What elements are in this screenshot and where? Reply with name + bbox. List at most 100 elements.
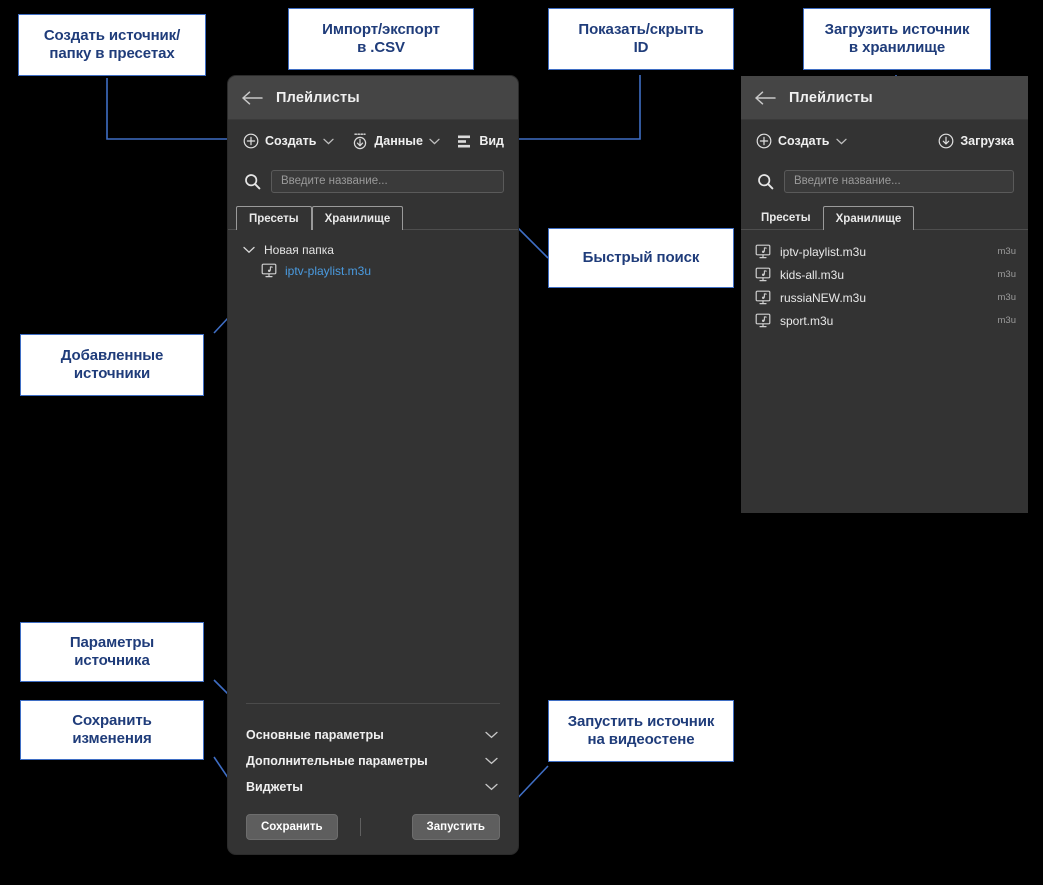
- list-item-name: iptv-playlist.m3u: [780, 244, 867, 259]
- callout-run-on-videowall: Запустить источник на видеостене: [548, 700, 734, 762]
- preset-tree: Новая папка iptv-playlist.m3u: [228, 230, 518, 281]
- callout-quick-search: Быстрый поиск: [548, 228, 734, 288]
- media-screen-icon: [755, 313, 771, 328]
- callout-line: Сохранить: [72, 712, 152, 730]
- search-icon: [244, 173, 261, 190]
- list-item-name: kids-all.m3u: [780, 267, 845, 282]
- playlists-panel-presets: Плейлисты Создать: [228, 76, 518, 854]
- chevron-down-icon[interactable]: [484, 780, 498, 794]
- page-title: Плейлисты: [789, 89, 873, 106]
- plus-circle-icon: [755, 133, 772, 150]
- list-item-extension: m3u: [997, 292, 1016, 303]
- action-buttons: Сохранить Запустить: [246, 814, 500, 840]
- view-button[interactable]: Вид: [456, 133, 504, 150]
- tab-presets[interactable]: Пресеты: [236, 206, 312, 230]
- import-export-icon: [351, 133, 368, 150]
- callout-line: Показать/скрыть: [578, 21, 704, 39]
- callout-line: в хранилище: [848, 39, 946, 56]
- panel-header: Плейлисты: [741, 76, 1028, 120]
- callout-line: на видеостене: [587, 731, 695, 748]
- plus-circle-icon: [242, 133, 259, 150]
- chevron-down-icon[interactable]: [242, 243, 256, 257]
- callout-line: Запустить источник: [567, 713, 715, 731]
- toolbar: Создать Данные: [228, 120, 518, 162]
- callout-line: папку в пресетах: [49, 45, 175, 62]
- media-screen-icon: [755, 290, 771, 305]
- chevron-down-icon[interactable]: [835, 135, 847, 147]
- tree-file-row[interactable]: iptv-playlist.m3u: [228, 260, 518, 281]
- callout-line: Быстрый поиск: [582, 249, 700, 267]
- callout-line: Импорт/экспорт: [322, 21, 440, 39]
- arrow-left-icon[interactable]: [242, 87, 264, 109]
- chevron-down-icon[interactable]: [322, 135, 334, 147]
- tabs-presets-storage: Пресеты Хранилище: [741, 206, 1028, 230]
- upload-label: Загрузка: [960, 134, 1014, 148]
- list-item-name: russiaNEW.m3u: [780, 290, 867, 305]
- download-circle-icon: [937, 133, 954, 150]
- arrow-left-icon[interactable]: [755, 87, 777, 109]
- list-view-icon: [456, 133, 473, 150]
- list-item[interactable]: russiaNEW.m3u m3u: [741, 286, 1028, 309]
- list-item-extension: m3u: [997, 315, 1016, 326]
- accordion-label: Виджеты: [246, 780, 303, 794]
- tab-storage[interactable]: Хранилище: [311, 206, 404, 230]
- list-item[interactable]: iptv-playlist.m3u m3u: [741, 240, 1028, 263]
- data-button[interactable]: Данные: [351, 133, 441, 150]
- panel-header: Плейлисты: [228, 76, 518, 120]
- callout-added-sources: Добавленные источники: [20, 334, 204, 396]
- accordion-label: Дополнительные параметры: [246, 754, 428, 768]
- toolbar: Создать Загрузка: [741, 120, 1028, 162]
- create-button[interactable]: Создать: [242, 133, 334, 150]
- create-label: Создать: [265, 134, 317, 148]
- data-label: Данные: [374, 134, 423, 148]
- media-screen-icon: [755, 267, 771, 282]
- accordion-main-parameters[interactable]: Основные параметры: [246, 722, 500, 748]
- callout-save-changes: Сохранить изменения: [20, 700, 204, 760]
- search-input[interactable]: Введите название...: [784, 169, 1014, 193]
- page-title: Плейлисты: [276, 89, 360, 106]
- list-item-extension: m3u: [997, 246, 1016, 257]
- callout-line: Создать источник/: [43, 27, 181, 45]
- create-button[interactable]: Создать: [755, 133, 847, 150]
- callout-line: в .CSV: [357, 39, 405, 56]
- tab-storage[interactable]: Хранилище: [822, 206, 915, 230]
- create-label: Создать: [778, 134, 830, 148]
- run-button[interactable]: Запустить: [411, 814, 500, 840]
- callout-line: источника: [74, 652, 150, 669]
- chevron-down-icon[interactable]: [484, 754, 498, 768]
- list-item-name: sport.m3u: [780, 313, 834, 328]
- accordion-label: Основные параметры: [246, 728, 384, 742]
- callout-line: Параметры: [69, 634, 155, 652]
- callout-line: Загрузить источник: [824, 21, 970, 39]
- callout-upload-source: Загрузить источник в хранилище: [803, 8, 991, 70]
- list-item-extension: m3u: [997, 269, 1016, 280]
- callout-create-source: Создать источник/ папку в пресетах: [18, 14, 206, 76]
- media-screen-icon: [755, 244, 771, 259]
- chevron-down-icon[interactable]: [429, 135, 441, 147]
- search-icon: [757, 173, 774, 190]
- tree-file-name[interactable]: iptv-playlist.m3u: [285, 263, 372, 278]
- accordion-additional-parameters[interactable]: Дополнительные параметры: [246, 748, 500, 774]
- accordion-widgets[interactable]: Виджеты: [246, 774, 500, 800]
- media-screen-icon: [261, 263, 277, 278]
- callout-line: изменения: [72, 730, 152, 747]
- list-item[interactable]: kids-all.m3u m3u: [741, 263, 1028, 286]
- tab-presets[interactable]: Пресеты: [761, 212, 811, 224]
- search-input[interactable]: Введите название...: [271, 169, 504, 193]
- playlists-panel-storage: Плейлисты Создать: [741, 76, 1028, 513]
- search-row: Введите название...: [741, 162, 1028, 200]
- callout-show-hide-id: Показать/скрыть ID: [548, 8, 734, 70]
- callout-line: ID: [633, 39, 649, 56]
- tree-folder-label: Новая папка: [264, 243, 334, 257]
- tree-folder-row[interactable]: Новая папка: [228, 240, 518, 260]
- tabs-presets-storage: Пресеты Хранилище: [228, 206, 518, 230]
- search-row: Введите название...: [228, 162, 518, 200]
- list-item[interactable]: sport.m3u m3u: [741, 309, 1028, 332]
- save-button[interactable]: Сохранить: [246, 814, 338, 840]
- view-label: Вид: [479, 134, 504, 148]
- storage-list: iptv-playlist.m3u m3u kids-all.m3u m3u: [741, 230, 1028, 332]
- chevron-down-icon[interactable]: [484, 728, 498, 742]
- source-parameters-section: Основные параметры Дополнительные параме…: [228, 703, 518, 854]
- upload-button[interactable]: Загрузка: [937, 133, 1014, 150]
